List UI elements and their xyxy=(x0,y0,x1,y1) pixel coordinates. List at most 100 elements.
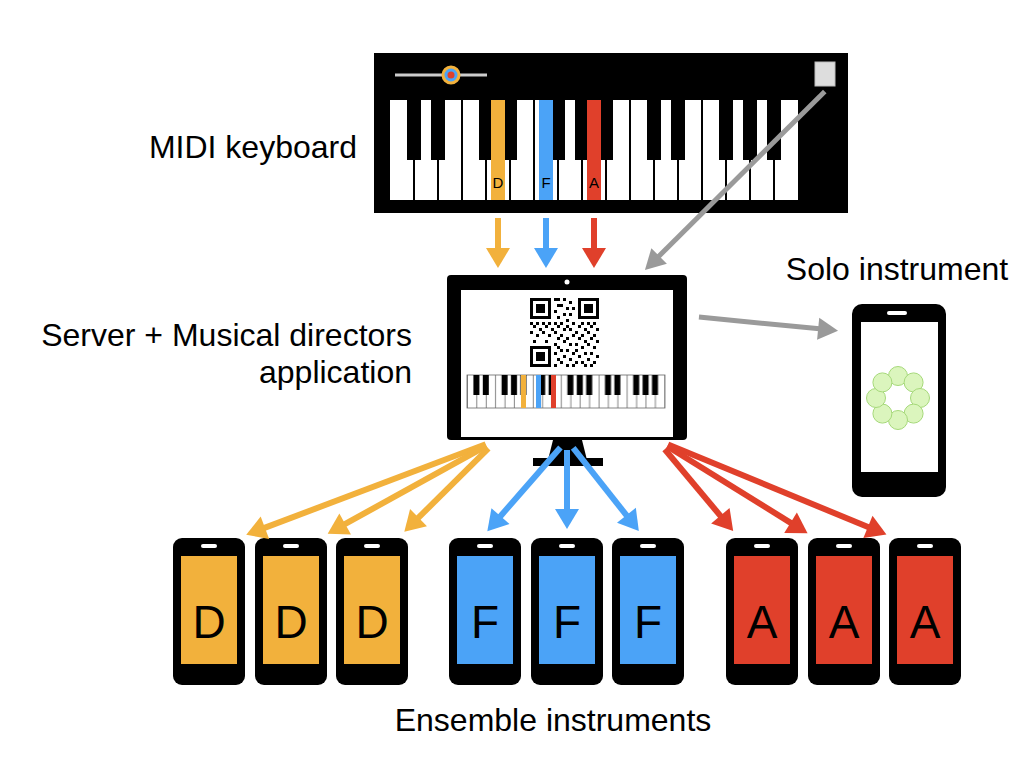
arrow-head xyxy=(404,509,427,532)
arrow-head xyxy=(487,508,509,531)
arrow-line xyxy=(416,448,489,520)
arrow-line xyxy=(573,448,629,519)
ensemble-phone: D xyxy=(173,538,245,685)
monitor-camera xyxy=(565,280,570,285)
node-label: Server + Musical directors application xyxy=(2,317,412,391)
monitor-screen xyxy=(461,290,673,437)
arrow-head xyxy=(534,248,558,268)
arrow-connector xyxy=(665,449,733,531)
key-dividers xyxy=(414,100,774,200)
phone-speaker xyxy=(754,544,770,548)
monitor-illustration xyxy=(447,275,687,466)
ensemble-phone: A xyxy=(889,538,961,685)
phone-speaker xyxy=(887,311,907,315)
arrow-head xyxy=(645,248,667,270)
ensemble-phone: D xyxy=(255,538,327,685)
arrow-connector xyxy=(534,218,558,268)
monitor-neck xyxy=(548,440,587,460)
arrow-connector xyxy=(555,450,579,529)
server-monitor: Server + Musical directors application xyxy=(447,275,687,440)
solo-phone-illustration xyxy=(852,304,946,497)
mini-key-highlight xyxy=(536,375,541,408)
arrow-connector xyxy=(667,446,807,533)
arrow-line xyxy=(668,445,872,529)
ensemble-phone: A xyxy=(726,538,798,685)
mini-keyboard-base xyxy=(467,375,665,408)
ensemble-phone: F xyxy=(449,538,521,685)
phone-screen: A xyxy=(816,556,872,664)
arrow-line xyxy=(342,446,487,526)
phone-speaker xyxy=(559,544,575,548)
note-letter: F xyxy=(457,599,513,645)
note-letter: F xyxy=(539,599,595,645)
arrow-line xyxy=(261,444,486,529)
phone-body xyxy=(852,304,946,497)
note-letter: D xyxy=(344,599,400,645)
key-note-letter: F xyxy=(535,174,557,192)
arrow-head xyxy=(817,318,838,340)
arrow-head xyxy=(784,513,807,534)
note-letter: D xyxy=(263,599,319,645)
node-label: Solo instrument xyxy=(767,251,1024,288)
highlighted-key: A xyxy=(587,100,601,200)
highlighted-key: F xyxy=(539,100,553,200)
phone-screen: F xyxy=(457,556,513,664)
qr-code xyxy=(530,298,599,367)
note-letter: D xyxy=(181,599,237,645)
circle-ring xyxy=(867,367,930,430)
highlighted-key: D xyxy=(491,100,505,200)
node-label: MIDI keyboard xyxy=(97,129,357,166)
slider-track xyxy=(395,74,487,77)
arrow-head xyxy=(486,248,510,268)
mini-keyboard-keys xyxy=(467,375,665,408)
arrow-line xyxy=(656,91,824,258)
phone-speaker xyxy=(917,544,933,548)
slider-knob-center xyxy=(448,72,455,79)
note-letter: A xyxy=(897,599,953,645)
ensemble-phone: F xyxy=(612,538,684,685)
arrow-line xyxy=(591,218,597,252)
phone-speaker xyxy=(201,544,217,548)
arrow-connector xyxy=(582,218,606,268)
arrow-line xyxy=(665,449,723,519)
keyboard-button xyxy=(815,62,835,86)
keyboard-illustration xyxy=(374,53,848,213)
phone-screen: D xyxy=(263,556,319,664)
arrow-head xyxy=(328,513,351,534)
arrow-head xyxy=(711,508,733,531)
arrow-connector xyxy=(404,448,488,531)
arrow-line xyxy=(495,218,501,252)
arrow-connector xyxy=(668,445,886,538)
arrow-line xyxy=(564,450,570,513)
arrow-connector xyxy=(699,317,838,340)
solo-phone: Solo instrument xyxy=(852,304,946,497)
arrow-line xyxy=(543,218,549,252)
phone-speaker xyxy=(477,544,493,548)
arrow-connector xyxy=(573,448,639,531)
ensemble-phone: D xyxy=(336,538,408,685)
arrow-head xyxy=(246,517,269,539)
arrow-head xyxy=(555,509,579,529)
arrow-line xyxy=(498,448,561,520)
arrow-connector xyxy=(645,91,825,270)
phone-screen: A xyxy=(734,556,790,664)
monitor-bezel xyxy=(447,275,687,440)
phone-speaker xyxy=(364,544,380,548)
white-keys xyxy=(390,100,798,200)
phone-screen: A xyxy=(897,556,953,664)
phone-screen: D xyxy=(344,556,400,664)
phone-screen: F xyxy=(539,556,595,664)
phone-screen xyxy=(861,322,938,472)
arrow-line xyxy=(699,317,822,329)
phone-speaker xyxy=(836,544,852,548)
key-note-letter: D xyxy=(487,174,509,192)
ensemble-phone: A xyxy=(808,538,880,685)
note-letter: A xyxy=(734,599,790,645)
slider-knob xyxy=(443,67,459,83)
monitor-base xyxy=(533,458,603,466)
note-letter: F xyxy=(620,599,676,645)
key-note-letter: A xyxy=(583,174,605,192)
arrow-connector xyxy=(487,448,560,532)
